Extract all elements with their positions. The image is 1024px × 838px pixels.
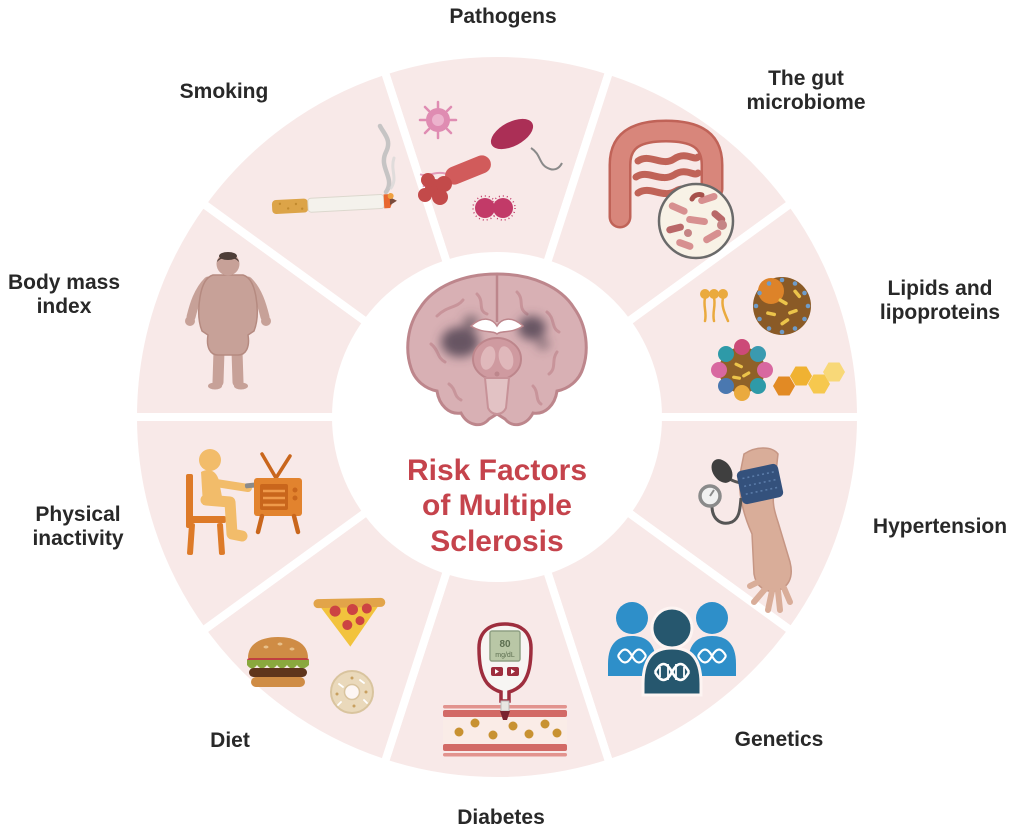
- segment-label-physical-inactivity: Physical inactivity: [32, 503, 124, 550]
- sitting-person: [199, 449, 256, 542]
- hamburger: [247, 637, 309, 687]
- segment-label-smoking: Smoking: [179, 80, 269, 104]
- center-title-line-1: Risk Factors: [406, 453, 588, 487]
- glucometer: 80 mg/dL: [477, 622, 533, 720]
- overweight-body-icon: [185, 252, 271, 390]
- bp-cuff: [736, 463, 784, 505]
- segment-label-diet: Diet: [210, 729, 250, 753]
- segment-label-body-mass-index: Body mass index: [7, 271, 121, 318]
- segment-label-pathogens: Pathogens: [449, 5, 557, 29]
- glucometer-blood-vessel-icon: 80 mg/dL: [443, 622, 567, 757]
- segment-label-lipids-lipoproteins: Lipids and lipoproteins: [879, 277, 1001, 324]
- cholesterol-molecule: [773, 362, 845, 396]
- center-title-line-2: of Multiple: [422, 489, 572, 523]
- center-title-line-3: Sclerosis: [430, 524, 564, 558]
- junk-food-icon: [247, 597, 386, 714]
- ldl-particle: [753, 277, 811, 335]
- gut-microbiome-icon: [608, 119, 735, 260]
- segment-label-genetics: Genetics: [734, 728, 824, 752]
- brainstem: [483, 377, 511, 415]
- cigarette-icon: [271, 123, 397, 215]
- chair: [186, 474, 226, 556]
- blood-pressure-cuff-icon: [698, 447, 793, 613]
- glucometer-reading-unit: mg/dL: [495, 652, 515, 659]
- sedentary-person-tv-icon: [186, 449, 302, 556]
- ventricles: [469, 318, 525, 336]
- wedge-pathogens: [380, 49, 614, 421]
- segment-label-gut-microbiome: The gut microbiome: [746, 67, 866, 114]
- segment-label-hypertension: Hypertension: [872, 515, 1008, 539]
- lipids-lipoproteins-icon: [700, 277, 845, 401]
- hdl-particle: [711, 339, 773, 401]
- genetics-people-dna-icon: [608, 602, 736, 697]
- segment-label-diabetes: Diabetes: [457, 806, 545, 830]
- microbiome-magnifier: [657, 182, 735, 260]
- donut: [330, 670, 374, 714]
- glucometer-reading-value: 80: [499, 639, 511, 650]
- hand-fingers: [747, 577, 793, 613]
- brain-coronal-section-icon: [406, 272, 588, 427]
- center-title: Risk Factors of Multiple Sclerosis: [357, 453, 637, 559]
- pathogens-icon: [418, 100, 563, 221]
- smoke: [377, 123, 392, 195]
- television: [254, 452, 302, 535]
- wedge-diabetes: [380, 413, 614, 785]
- pizza-slice: [313, 597, 386, 647]
